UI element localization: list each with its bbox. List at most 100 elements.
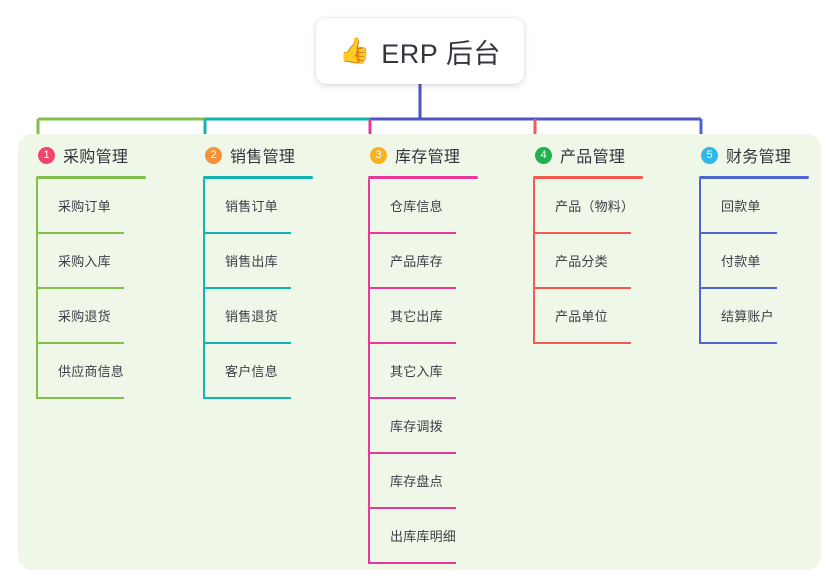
- list-item[interactable]: 回款单: [699, 179, 809, 234]
- item-underline: [368, 507, 456, 509]
- list-item[interactable]: 库存调拨: [368, 399, 478, 454]
- list-item[interactable]: 销售订单: [203, 179, 313, 234]
- item-underline: [203, 287, 291, 289]
- item-spine: [203, 344, 205, 399]
- item-label: 库存调拨: [390, 419, 443, 434]
- item-label: 付款单: [721, 254, 761, 269]
- column-underline: [36, 176, 146, 179]
- item-underline: [36, 232, 124, 234]
- thumbs-up-icon: 👍: [339, 36, 371, 65]
- item-label: 供应商信息: [58, 364, 125, 379]
- item-spine: [36, 179, 38, 234]
- column-5: 5 财务管理回款单付款单结算账户: [699, 140, 809, 344]
- list-item[interactable]: 产品分类: [533, 234, 643, 289]
- list-item[interactable]: 采购入库: [36, 234, 146, 289]
- item-underline: [368, 452, 456, 454]
- item-label: 其它入库: [390, 364, 443, 379]
- list-item[interactable]: 销售退货: [203, 289, 313, 344]
- list-item[interactable]: 付款单: [699, 234, 809, 289]
- item-spine: [368, 509, 370, 564]
- column-items: 回款单付款单结算账户: [699, 179, 809, 344]
- column-1: 1 采购管理采购订单采购入库采购退货供应商信息: [36, 140, 146, 399]
- column-4: 4 产品管理产品（物料） 产品分类产品单位: [533, 140, 643, 344]
- column-title: 采购管理: [63, 149, 129, 166]
- item-spine: [699, 179, 701, 234]
- item-spine: [36, 344, 38, 399]
- item-underline: [533, 287, 631, 289]
- item-underline: [533, 232, 631, 234]
- item-label: 采购入库: [58, 254, 111, 269]
- list-item[interactable]: 出库库明细: [368, 509, 478, 564]
- item-spine: [699, 234, 701, 289]
- item-label: 客户信息: [225, 364, 278, 379]
- list-item[interactable]: 其它出库: [368, 289, 478, 344]
- column-header-1[interactable]: 1 采购管理: [36, 140, 146, 170]
- item-underline: [368, 287, 456, 289]
- item-underline: [203, 397, 291, 399]
- item-label: 产品（物料）: [555, 199, 635, 214]
- list-item[interactable]: 销售出库: [203, 234, 313, 289]
- item-label: 采购退货: [58, 309, 111, 324]
- item-label: 销售退货: [225, 309, 278, 324]
- item-spine: [368, 399, 370, 454]
- item-spine: [368, 234, 370, 289]
- list-item[interactable]: 供应商信息: [36, 344, 146, 399]
- item-label: 产品库存: [390, 254, 443, 269]
- item-underline: [699, 287, 777, 289]
- column-header-5[interactable]: 5 财务管理: [699, 140, 809, 170]
- column-badge-1: 1: [38, 146, 55, 164]
- item-spine: [36, 289, 38, 344]
- item-label: 销售出库: [225, 254, 278, 269]
- item-label: 出库库明细: [390, 529, 457, 544]
- item-underline: [368, 342, 456, 344]
- column-title: 财务管理: [726, 149, 792, 166]
- item-label: 产品单位: [555, 309, 608, 324]
- column-badge-5: 5: [701, 146, 718, 164]
- column-items: 销售订单销售出库销售退货客户信息: [203, 179, 313, 399]
- item-underline: [368, 397, 456, 399]
- column-title: 产品管理: [560, 149, 626, 166]
- list-item[interactable]: 客户信息: [203, 344, 313, 399]
- item-spine: [533, 234, 535, 289]
- list-item[interactable]: 库存盘点: [368, 454, 478, 509]
- root-node[interactable]: 👍 ERP 后台: [316, 18, 524, 84]
- item-spine: [533, 289, 535, 344]
- item-underline: [368, 562, 456, 564]
- item-spine: [203, 289, 205, 344]
- item-underline: [699, 232, 777, 234]
- column-badge-3: 3: [370, 146, 387, 164]
- list-item[interactable]: 采购退货: [36, 289, 146, 344]
- list-item[interactable]: 产品单位: [533, 289, 643, 344]
- root-node-title: ERP 后台: [381, 38, 501, 69]
- item-underline: [533, 342, 631, 344]
- list-item[interactable]: 产品（物料）: [533, 179, 643, 234]
- item-underline: [368, 232, 456, 234]
- item-label: 其它出库: [390, 309, 443, 324]
- item-label: 回款单: [721, 199, 761, 214]
- item-spine: [368, 454, 370, 509]
- column-header-4[interactable]: 4 产品管理: [533, 140, 643, 170]
- item-underline: [36, 342, 124, 344]
- item-label: 销售订单: [225, 199, 278, 214]
- column-items: 产品（物料） 产品分类产品单位: [533, 179, 643, 344]
- column-badge-4: 4: [535, 146, 552, 164]
- item-label: 仓库信息: [390, 199, 443, 214]
- item-spine: [699, 289, 701, 344]
- item-underline: [699, 342, 777, 344]
- list-item[interactable]: 结算账户: [699, 289, 809, 344]
- list-item[interactable]: 产品库存: [368, 234, 478, 289]
- item-spine: [203, 234, 205, 289]
- item-label: 库存盘点: [390, 474, 443, 489]
- item-spine: [368, 344, 370, 399]
- item-spine: [533, 179, 535, 234]
- list-item[interactable]: 采购订单: [36, 179, 146, 234]
- list-item[interactable]: 其它入库: [368, 344, 478, 399]
- column-underline: [368, 176, 478, 179]
- list-item[interactable]: 仓库信息: [368, 179, 478, 234]
- item-label: 结算账户: [721, 309, 774, 324]
